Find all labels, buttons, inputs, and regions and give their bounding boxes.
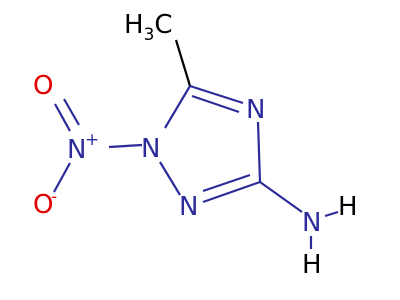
bond-methyl-c5 — [174, 39, 192, 87]
bond-nitro-n-o-top — [54, 103, 71, 132]
bond-c3-n2 — [202, 180, 261, 204]
atom-amine-h2: H — [302, 250, 322, 280]
methyl-subscript: 3 — [144, 25, 155, 45]
atom-ring-n2: N — [179, 192, 198, 222]
methyl-label: H3C — [124, 10, 173, 45]
atom-amine-n: N — [302, 208, 321, 238]
bond-n2-n1 — [159, 161, 181, 196]
atom-o-bottom: O — [33, 190, 53, 220]
bonds — [53, 39, 339, 249]
bond-c5-n4 — [189, 84, 244, 105]
bond-n1-nitro-n — [108, 143, 143, 149]
bond-c3-amine-n — [259, 181, 303, 213]
bond-n1-c5 — [164, 85, 191, 129]
methyl-h: H — [124, 10, 144, 40]
bond-c5-n4-inner — [191, 94, 240, 114]
bond-n4-c3 — [256, 121, 262, 183]
atom-nitro-n: N — [67, 135, 86, 165]
atom-amine-h1: H — [338, 192, 358, 222]
o-bottom-charge: - — [51, 187, 57, 207]
atom-ring-n1: N — [141, 134, 160, 164]
bond-nitro-n-o-bottom — [53, 162, 71, 193]
atom-ring-n4: N — [246, 95, 265, 125]
bond-c3-n2-inner — [202, 173, 251, 193]
nitro-n-charge: + — [85, 130, 99, 150]
atom-o-top: O — [33, 71, 53, 101]
atom-labels: H3C O N + O - N N N N H H — [33, 10, 358, 280]
bond-nitro-n-o-top-2 — [63, 98, 80, 126]
methyl-c: C — [154, 10, 172, 40]
bond-amine-n-h1 — [324, 210, 339, 218]
